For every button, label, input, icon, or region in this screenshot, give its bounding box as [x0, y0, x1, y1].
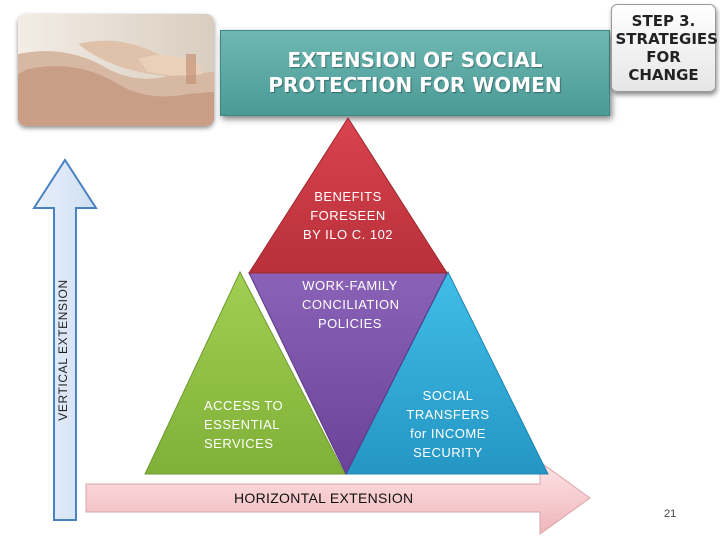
step-badge: STEP 3. STRATEGIES FOR CHANGE — [611, 4, 718, 92]
step-label: STEP 3. STRATEGIES FOR CHANGE — [615, 12, 718, 84]
hands-photo — [18, 14, 214, 126]
middle-triangle-label: WORK-FAMILY CONCILIATION POLICIES — [302, 276, 400, 333]
left-triangle — [144, 270, 346, 475]
hands-illustration — [18, 14, 214, 126]
page-number: 21 — [664, 508, 677, 520]
right-triangle-label: SOCIAL TRANSFERS for INCOME SECURITY — [398, 386, 498, 462]
right-triangle-text: SOCIAL TRANSFERS for INCOME SECURITY — [406, 388, 490, 460]
top-triangle-label: BENEFITS FORESEEN BY ILO C. 102 — [300, 187, 396, 244]
middle-triangle-text: WORK-FAMILY CONCILIATION POLICIES — [302, 278, 400, 331]
title-banner: EXTENSION OF SOCIAL PROTECTION FOR WOMEN — [220, 30, 610, 116]
left-triangle-text: ACCESS TO ESSENTIAL SERVICES — [204, 398, 284, 451]
vertical-extension-arrow — [32, 158, 98, 521]
slide-title: EXTENSION OF SOCIAL PROTECTION FOR WOMEN — [268, 48, 562, 97]
horizontal-extension-label: HORIZONTAL EXTENSION — [234, 490, 414, 506]
top-triangle-text: BENEFITS FORESEEN BY ILO C. 102 — [302, 189, 394, 242]
horizontal-extension-arrow — [85, 461, 591, 535]
top-triangle — [248, 117, 448, 274]
left-triangle-label: ACCESS TO ESSENTIAL SERVICES — [204, 396, 300, 453]
vertical-extension-label: VERTICAL EXTENSION — [56, 279, 70, 421]
